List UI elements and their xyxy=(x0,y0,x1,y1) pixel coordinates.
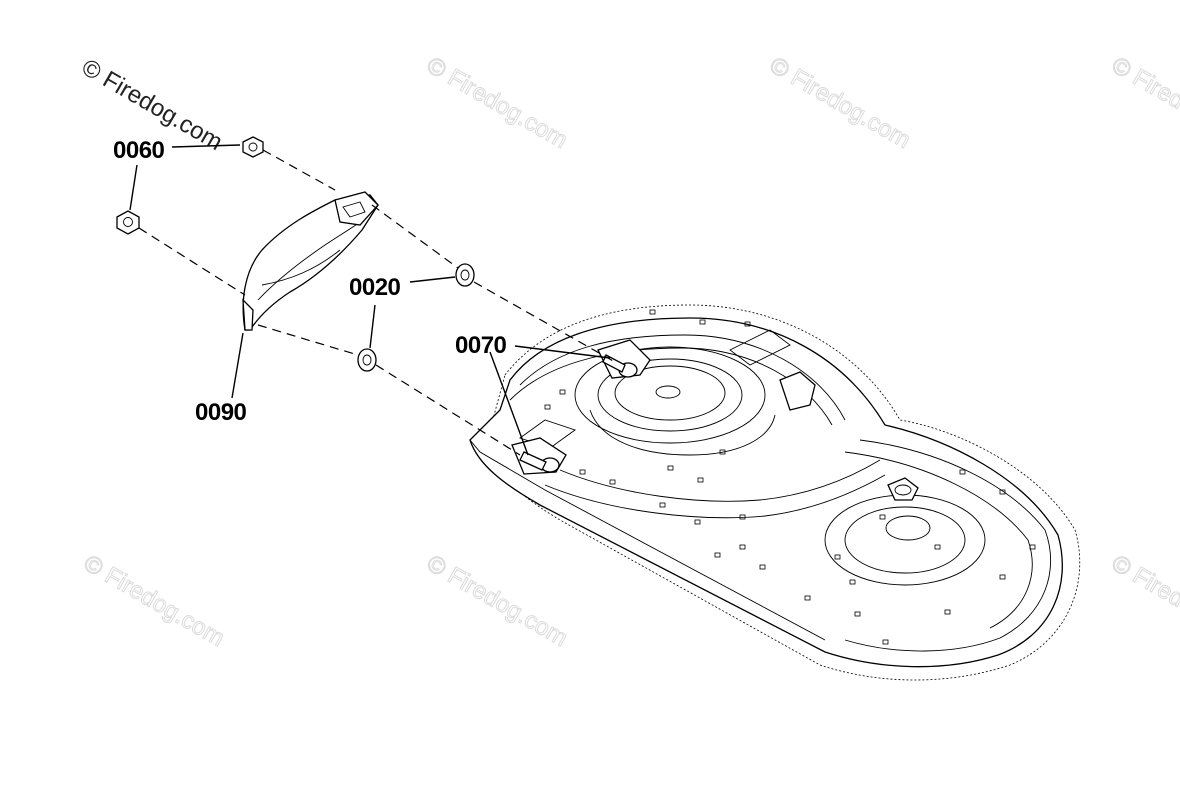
svg-text:© Firedog.com: © Firedog.com xyxy=(422,52,572,154)
callout-0090: 0090 xyxy=(195,399,247,426)
callout-0060: 0060 xyxy=(113,137,165,164)
svg-text:© Firedog.com: © Firedog.com xyxy=(422,550,572,652)
hex-nut-upper xyxy=(242,136,264,158)
washer-upper xyxy=(455,263,475,287)
washer-lower xyxy=(357,348,377,372)
callout-0070: 0070 xyxy=(455,332,507,359)
svg-text:© Firedog.com: © Firedog.com xyxy=(79,550,229,652)
svg-text:© Firedog.com: © Firedog.com xyxy=(765,52,915,154)
svg-text:© Firedog.com: © Firedog.com xyxy=(1107,52,1180,154)
svg-text:© Firedog.com: © Firedog.com xyxy=(1107,550,1180,652)
discharge-chute-part xyxy=(242,191,379,331)
explode-lines xyxy=(138,149,616,456)
callout-0020: 0020 xyxy=(349,274,401,301)
hex-nut-lower xyxy=(116,210,140,235)
leader-lines xyxy=(129,144,611,456)
